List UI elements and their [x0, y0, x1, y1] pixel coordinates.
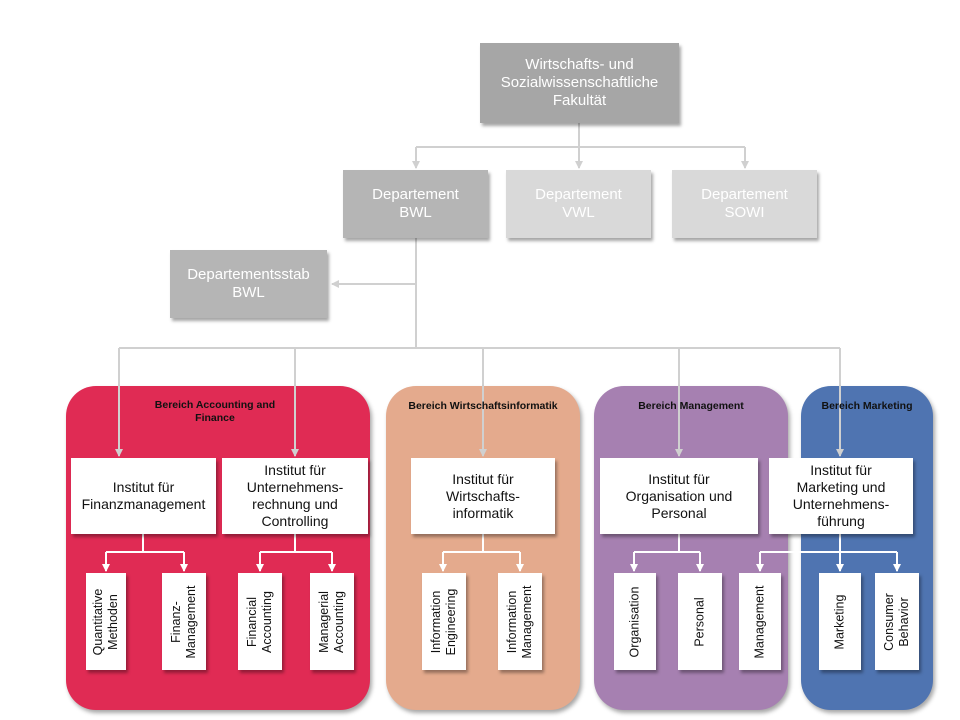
department-sowi-label: Departement SOWI [701, 186, 788, 221]
chair-label: Quantitative Methoden [91, 588, 120, 655]
chair-quantitative-methoden: Quantitative Methoden [86, 573, 126, 670]
chair-label: Finanz- Management [169, 585, 198, 658]
area-title-marketing: Bereich Marketing [821, 400, 913, 412]
chair-information-management: Information Management [498, 573, 542, 670]
institute-wirtschaftsinformatik: Institut für Wirtschafts- informatik [411, 458, 555, 534]
department-staff-label: Departementsstab BWL [187, 266, 310, 301]
institute-label: Institut für Finanzmanagement [81, 479, 206, 512]
chair-marketing: Marketing [819, 573, 861, 670]
institute-marketing-unternehmensfuehrung: Institut für Marketing und Unternehmens-… [769, 458, 913, 534]
chair-label: Consumer Behavior [882, 592, 911, 651]
faculty-box: Wirtschafts- und Sozialwissenschaftliche… [480, 43, 679, 123]
institute-unternehmensrechnung-controlling: Institut für Unternehmens- rechnung und … [222, 458, 368, 534]
institute-label: Institut für Unternehmens- rechnung und … [246, 462, 344, 529]
chair-label: Managerial Accounting [317, 590, 346, 653]
chair-label: Organisation [627, 586, 642, 657]
chair-label: Financial Accounting [245, 590, 274, 653]
chair-financial-accounting: Financial Accounting [238, 573, 282, 670]
institute-label: Institut für Marketing und Unternehmens-… [792, 462, 890, 529]
chair-finanz-management: Finanz- Management [162, 573, 206, 670]
institute-organisation-personal: Institut für Organisation und Personal [600, 458, 758, 534]
faculty-label: Wirtschafts- und Sozialwissenschaftliche… [500, 56, 659, 109]
department-staff-bwl: Departementsstab BWL [170, 250, 327, 318]
chair-label: Information Management [505, 585, 534, 658]
chair-label: Marketing [832, 594, 847, 649]
chair-label: Information Engineering [429, 588, 458, 655]
chair-information-engineering: Information Engineering [422, 573, 466, 670]
chair-managerial-accounting: Managerial Accounting [310, 573, 354, 670]
institute-label: Institut für Organisation und Personal [625, 470, 733, 521]
chair-label: Management [752, 585, 767, 658]
area-title-wirtschaftsinformatik: Bereich Wirtschaftsinformatik [408, 400, 558, 412]
department-vwl: Departement VWL [506, 170, 651, 238]
chair-personal: Personal [678, 573, 722, 670]
chair-consumer-behavior: Consumer Behavior [875, 573, 919, 670]
institute-finanzmanagement: Institut für Finanzmanagement [71, 458, 216, 534]
chair-management: Management [739, 573, 781, 670]
department-sowi: Departement SOWI [672, 170, 817, 238]
institute-label: Institut für Wirtschafts- informatik [446, 470, 520, 521]
department-bwl: Departement BWL [343, 170, 488, 238]
department-vwl-label: Departement VWL [535, 186, 622, 221]
chair-label: Personal [692, 596, 707, 647]
chair-organisation: Organisation [614, 573, 656, 670]
area-title-management: Bereich Management [638, 400, 744, 412]
area-title-accounting-finance: Bereich Accounting and Finance [154, 399, 276, 424]
department-bwl-label: Departement BWL [372, 186, 459, 221]
